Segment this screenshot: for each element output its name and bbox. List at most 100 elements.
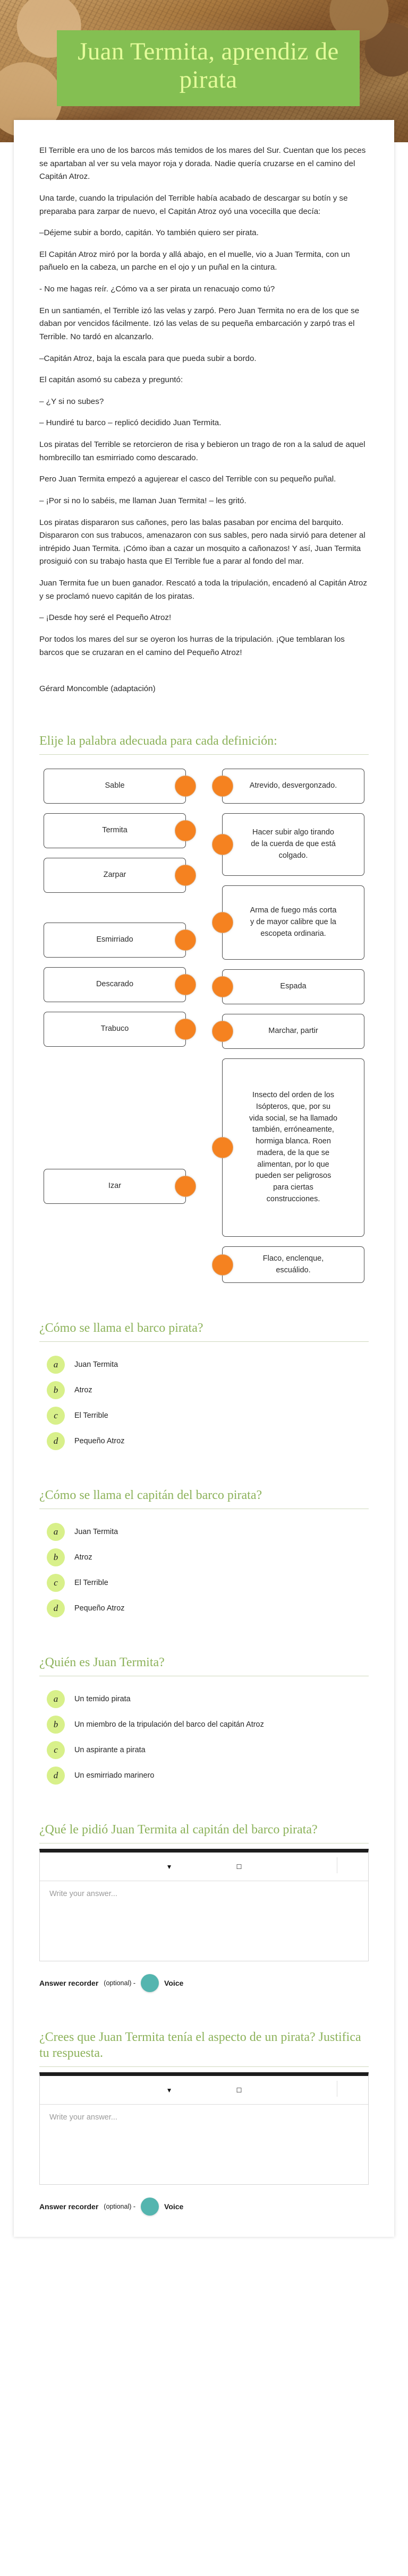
- option-row[interactable]: b Un miembro de la tripulación del barco…: [47, 1716, 369, 1734]
- chevron-down-icon[interactable]: ▼: [166, 1863, 173, 1871]
- option-row[interactable]: a Juan Termita: [47, 1356, 369, 1374]
- option-label: Un temido pirata: [74, 1695, 131, 1704]
- matching-exercise-section: Elije la palabra adecuada para cada defi…: [14, 733, 394, 1283]
- options-list: a Un temido pirata b Un miembro de la tr…: [39, 1690, 369, 1785]
- option-letter-badge: c: [47, 1407, 65, 1425]
- match-connector-dot[interactable]: [212, 976, 233, 997]
- story-paragraph: Una tarde, cuando la tripulación del Ter…: [39, 193, 348, 216]
- question-prompt: ¿Crees que Juan Termita tenía el aspecto…: [39, 2030, 361, 2061]
- match-word-card[interactable]: Trabuco: [44, 1011, 196, 1047]
- matching-definitions-column: Atrevido, desvergonzado. Hacer subir alg…: [212, 768, 364, 1283]
- matching-words-column: Sable Termita Zarpar Esmirriado Descarad…: [44, 768, 196, 1204]
- match-connector-dot[interactable]: [175, 973, 196, 995]
- square-icon[interactable]: ☐: [236, 2086, 242, 2094]
- option-letter-badge: d: [47, 1432, 65, 1451]
- match-connector-dot[interactable]: [175, 864, 196, 886]
- option-row[interactable]: b Atroz: [47, 1548, 369, 1567]
- answer-textarea[interactable]: Write your answer...: [49, 1890, 117, 1899]
- open-question-block-2: ¿Crees que Juan Termita tenía el aspecto…: [14, 2029, 394, 2216]
- match-connector-dot[interactable]: [175, 775, 196, 797]
- match-connector-dot[interactable]: [175, 1018, 196, 1040]
- match-connector-dot[interactable]: [212, 775, 233, 797]
- story-paragraph: – ¡Desde hoy seré el Pequeño Atroz!: [39, 613, 172, 623]
- option-letter-badge: a: [47, 1690, 65, 1709]
- match-word-label: Termita: [102, 825, 128, 834]
- story-paragraph: En un santiamén, el Terrible izó las vel…: [39, 306, 360, 341]
- match-definition-card[interactable]: Hacer subir algo tirando de la cuerda de…: [212, 813, 364, 876]
- editor-toolbar: ▼ ☐: [40, 2076, 368, 2105]
- question-prompt: ¿Qué le pidió Juan Termita al capitán de…: [39, 1823, 318, 1837]
- story-paragraph: El capitán asomó su cabeza y preguntó:: [39, 375, 183, 385]
- microphone-record-button[interactable]: [141, 2198, 159, 2216]
- match-definition-card[interactable]: Atrevido, desvergonzado.: [212, 768, 364, 804]
- story-paragraph: – ¿Y si no subes?: [39, 397, 104, 406]
- story-paragraph: - No me hagas reír. ¿Cómo va a ser pirat…: [39, 285, 275, 294]
- option-row[interactable]: c El Terrible: [47, 1574, 369, 1592]
- option-letter-badge: b: [47, 1548, 65, 1567]
- match-word-card[interactable]: Zarpar: [44, 857, 196, 893]
- option-row[interactable]: b Atroz: [47, 1381, 369, 1400]
- match-definition-card[interactable]: Espada: [212, 969, 364, 1004]
- match-definition-card[interactable]: Flaco, enclenque, escuálido.: [212, 1246, 364, 1283]
- match-word-label: Izar: [108, 1181, 122, 1190]
- voice-label: Voice: [164, 2202, 184, 2211]
- match-word-card[interactable]: Descarado: [44, 967, 196, 1002]
- match-definition-label: Hacer subir algo tirando de la cuerda de…: [251, 828, 336, 860]
- option-row[interactable]: d Un esmirriado marinero: [47, 1767, 369, 1785]
- answer-recorder-label: Answer recorder: [39, 1979, 99, 1988]
- microphone-record-button[interactable]: [141, 1974, 159, 1993]
- question-block-1: ¿Cómo se llama el barco pirata? a Juan T…: [14, 1320, 394, 1451]
- page-title: Juan Termita, aprendiz de pirata: [78, 38, 339, 93]
- option-row[interactable]: d Pequeño Atroz: [47, 1599, 369, 1618]
- match-word-card[interactable]: Termita: [44, 813, 196, 848]
- match-connector-dot[interactable]: [212, 911, 233, 933]
- match-connector-dot[interactable]: [212, 1254, 233, 1276]
- match-word-label: Trabuco: [100, 1024, 129, 1033]
- match-connector-dot[interactable]: [175, 1175, 196, 1197]
- option-letter-badge: a: [47, 1356, 65, 1374]
- option-label: Un esmirriado marinero: [74, 1771, 155, 1780]
- match-word-card[interactable]: Esmirriado: [44, 922, 196, 958]
- option-letter-badge: b: [47, 1716, 65, 1734]
- editor-toolbar: ▼ ☐: [40, 1853, 368, 1882]
- match-definition-card[interactable]: Arma de fuego más corta y de mayor calib…: [212, 885, 364, 960]
- chevron-down-icon[interactable]: ▼: [166, 2086, 173, 2094]
- option-row[interactable]: d Pequeño Atroz: [47, 1432, 369, 1451]
- option-row[interactable]: a Juan Termita: [47, 1523, 369, 1541]
- match-connector-dot[interactable]: [212, 833, 233, 855]
- page-hero-banner: Juan Termita, aprendiz de pirata: [0, 0, 408, 142]
- match-word-label: Esmirriado: [96, 935, 133, 944]
- option-label: Pequeño Atroz: [74, 1604, 125, 1613]
- option-label: Juan Termita: [74, 1360, 118, 1369]
- open-question-block-1: ¿Qué le pidió Juan Termita al capitán de…: [14, 1822, 394, 1993]
- match-word-card[interactable]: Izar: [44, 1168, 196, 1204]
- match-connector-dot[interactable]: [212, 1020, 233, 1042]
- match-connector-dot[interactable]: [175, 929, 196, 951]
- square-icon[interactable]: ☐: [236, 1863, 242, 1871]
- match-definition-label: Insecto del orden de los Isópteros, que,…: [249, 1091, 338, 1203]
- question-block-3: ¿Quién es Juan Termita? a Un temido pira…: [14, 1655, 394, 1785]
- match-definition-card[interactable]: Insecto del orden de los Isópteros, que,…: [212, 1058, 364, 1237]
- match-definition-card[interactable]: Marchar, partir: [212, 1013, 364, 1049]
- rich-text-editor: ▼ ☐ Write your answer...: [39, 1849, 369, 1962]
- match-definition-label: Atrevido, desvergonzado.: [249, 781, 337, 790]
- match-connector-dot[interactable]: [175, 820, 196, 841]
- worksheet-sheet: El Terrible era uno de los barcos más te…: [14, 120, 394, 2237]
- option-row[interactable]: c El Terrible: [47, 1407, 369, 1425]
- story-paragraph: – Hundiré tu barco – replicó decidido Ju…: [39, 418, 222, 428]
- question-block-2: ¿Cómo se llama el capitán del barco pira…: [14, 1487, 394, 1618]
- options-list: a Juan Termita b Atroz c El Terrible d P…: [39, 1356, 369, 1451]
- section-divider: [39, 2066, 369, 2067]
- option-letter-badge: a: [47, 1523, 65, 1541]
- question-prompt: ¿Quién es Juan Termita?: [39, 1656, 165, 1670]
- story-paragraph: El Terrible era uno de los barcos más te…: [39, 146, 366, 182]
- matching-columns: Sable Termita Zarpar Esmirriado Descarad…: [39, 768, 369, 1283]
- option-row[interactable]: a Un temido pirata: [47, 1690, 369, 1709]
- story-text-block: El Terrible era uno de los barcos más te…: [14, 144, 394, 696]
- answer-textarea[interactable]: Write your answer...: [49, 2113, 117, 2122]
- title-banner: Juan Termita, aprendiz de pirata: [57, 30, 360, 107]
- match-word-card[interactable]: Sable: [44, 768, 196, 804]
- option-row[interactable]: c Un aspirante a pirata: [47, 1741, 369, 1760]
- match-connector-dot[interactable]: [212, 1136, 233, 1158]
- question-prompt: ¿Cómo se llama el capitán del barco pira…: [39, 1488, 262, 1503]
